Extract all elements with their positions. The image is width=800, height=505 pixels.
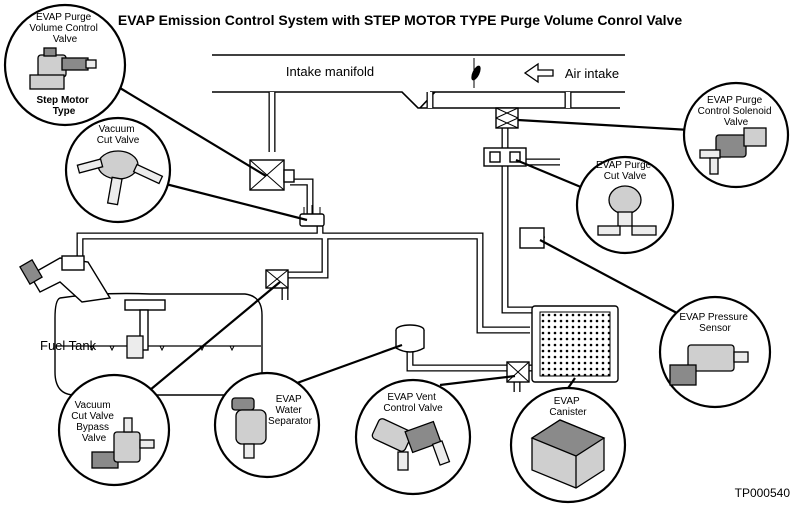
vent-control-valve-icon bbox=[371, 418, 451, 471]
fuel-tank: Fuel Tank bbox=[19, 255, 263, 396]
pressure-sensor-label: EVAP Pressure Sensor bbox=[679, 312, 750, 334]
purge-cut-valve-icon bbox=[597, 185, 657, 236]
vacuum-cut-valve-label: Vacuum Cut Valve bbox=[97, 124, 140, 146]
vacuum-cut-valve-icon bbox=[76, 150, 164, 206]
purge-cut-valve-symbol bbox=[483, 147, 527, 167]
water-separator-symbol bbox=[395, 324, 425, 353]
step-motor-valve-icon bbox=[29, 47, 97, 90]
vent-control-valve-symbol bbox=[506, 361, 530, 383]
throttle-valve-icon bbox=[471, 58, 481, 88]
callout-pressure-sensor: EVAP Pressure Sensor bbox=[658, 295, 772, 409]
canister-symbol bbox=[531, 305, 619, 383]
pressure-sensor-symbol bbox=[519, 227, 545, 249]
callout-water-separator: EVAP Water Separator bbox=[213, 371, 321, 479]
air-intake-arrow-icon bbox=[523, 62, 554, 84]
bypass-valve-icon bbox=[91, 417, 155, 469]
bypass-valve-symbol bbox=[265, 269, 289, 289]
water-separator-label: EVAP Water Separator bbox=[268, 394, 313, 427]
purge-volume-control-valve-symbol bbox=[249, 159, 295, 191]
canister-label: EVAP Canister bbox=[549, 396, 587, 418]
vent-control-valve-label: EVAP Vent Control Valve bbox=[383, 392, 443, 414]
canister-icon bbox=[530, 419, 606, 489]
solenoid-valve-icon bbox=[699, 127, 767, 175]
purge-cut-valve-label: EVAP Purge Cut Valve bbox=[596, 160, 654, 182]
callout-purge-control-solenoid-valve: EVAP Purge Control Solenoid Valve bbox=[682, 81, 790, 189]
purge-control-solenoid-valve-label: EVAP Purge Control Solenoid Valve bbox=[698, 95, 775, 128]
intake-manifold: Intake manifold Air intake bbox=[212, 54, 625, 109]
callout-purge-cut-valve: EVAP Purge Cut Valve bbox=[575, 155, 675, 255]
step-motor-type-label: Step Motor Type bbox=[37, 95, 92, 117]
callout-purge-volume-control-valve: EVAP Purge Volume Control Valve Step Mot… bbox=[3, 3, 127, 127]
fuel-tank-label: Fuel Tank bbox=[40, 338, 97, 353]
callout-vacuum-cut-valve-bypass-valve: Vacuum Cut Valve Bypass Valve bbox=[57, 373, 171, 487]
vacuum-cut-valve-symbol bbox=[299, 205, 325, 227]
callout-canister: EVAP Canister bbox=[509, 386, 627, 504]
callout-vacuum-cut-valve: Vacuum Cut Valve bbox=[64, 116, 172, 224]
diagram-title: EVAP Emission Control System with STEP M… bbox=[118, 12, 682, 28]
vacuum-cut-valve-bypass-valve-label: Vacuum Cut Valve Bypass Valve bbox=[71, 400, 116, 444]
intake-manifold-label: Intake manifold bbox=[286, 64, 374, 79]
pressure-sensor-icon bbox=[669, 344, 749, 386]
figure-code: TP000540 bbox=[735, 486, 791, 500]
callout-vent-control-valve: EVAP Vent Control Valve bbox=[354, 378, 472, 496]
purge-control-solenoid-valve-symbol bbox=[495, 107, 519, 129]
purge-volume-control-valve-label: EVAP Purge Volume Control Valve bbox=[29, 12, 100, 45]
water-separator-icon bbox=[231, 397, 267, 459]
air-intake-label: Air intake bbox=[565, 66, 619, 81]
